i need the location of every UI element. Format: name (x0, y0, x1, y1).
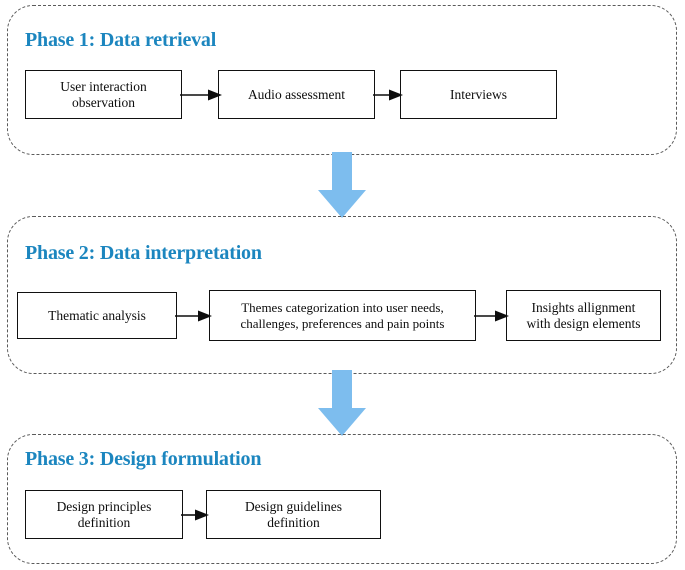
phase-container-3 (7, 434, 677, 564)
step-line: Themes categorization into user needs, (241, 300, 444, 316)
phase-3-title: Phase 3: Design formulation (25, 448, 262, 470)
step-box-insights-allignment[interactable]: Insights allignment with design elements (506, 290, 661, 341)
step-box-themes-categorization[interactable]: Themes categorization into user needs, c… (209, 290, 476, 341)
step-line: definition (77, 514, 131, 530)
down-arrow-icon (318, 152, 366, 218)
step-line: observation (72, 94, 135, 110)
step-line: Interviews (450, 86, 507, 102)
step-box-user-interaction-observation[interactable]: User interaction observation (25, 70, 182, 119)
step-line: Insights allignment (531, 299, 636, 315)
step-line: Thematic analysis (48, 307, 146, 323)
step-line: challenges, preferences and pain points (240, 315, 445, 331)
arrow-right-icon (373, 89, 403, 101)
arrow-right-icon (180, 89, 222, 101)
arrow-right-icon (474, 310, 509, 322)
step-line: definition (267, 514, 320, 530)
down-arrow-icon (318, 370, 366, 436)
step-box-audio-assessment[interactable]: Audio assessment (218, 70, 375, 119)
step-box-design-guidelines-definition[interactable]: Design guidelines definition (206, 490, 381, 539)
step-box-design-principles-definition[interactable]: Design principles definition (25, 490, 183, 539)
arrow-right-icon (175, 310, 212, 322)
step-line: Design guidelines (244, 498, 343, 514)
phase-1-title: Phase 1: Data retrieval (25, 29, 217, 51)
step-line: Design principles (56, 498, 152, 514)
step-box-interviews[interactable]: Interviews (400, 70, 557, 119)
step-line: User interaction (60, 78, 147, 94)
arrow-right-icon (181, 509, 209, 521)
step-line: Audio assessment (247, 86, 346, 102)
step-box-thematic-analysis[interactable]: Thematic analysis (17, 292, 177, 339)
phase-2-title: Phase 2: Data interpretation (25, 242, 262, 264)
step-line: with design elements (526, 315, 641, 331)
